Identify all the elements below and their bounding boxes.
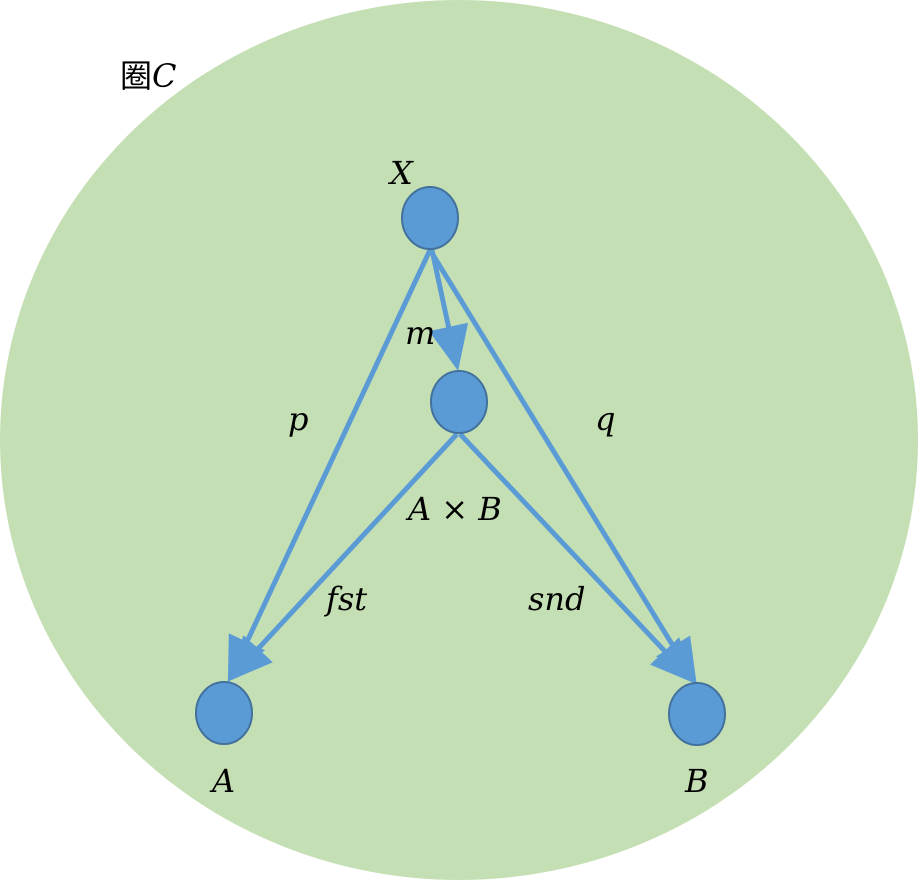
label-fst: fst [324,580,367,618]
node-b[interactable] [668,682,726,746]
node-x[interactable] [401,186,459,250]
category-title: 圈C [120,57,177,95]
arrow-q [427,248,697,685]
label-snd: snd [528,580,586,618]
label-b: B [684,762,709,800]
label-m: m [405,314,435,352]
arrow-fst [227,432,459,682]
arrow-m [429,249,469,371]
arrow-p [227,248,433,683]
category-title-prefix: 圈 [120,57,152,95]
label-x: X [387,154,414,192]
node-a[interactable] [195,681,253,745]
label-product: A × B [405,490,502,528]
category-title-symbol: C [152,57,176,95]
label-a: A [209,762,235,800]
node-product[interactable] [430,370,488,434]
label-p: p [288,400,308,438]
arrow-snd [458,432,696,684]
label-q: q [595,400,615,438]
